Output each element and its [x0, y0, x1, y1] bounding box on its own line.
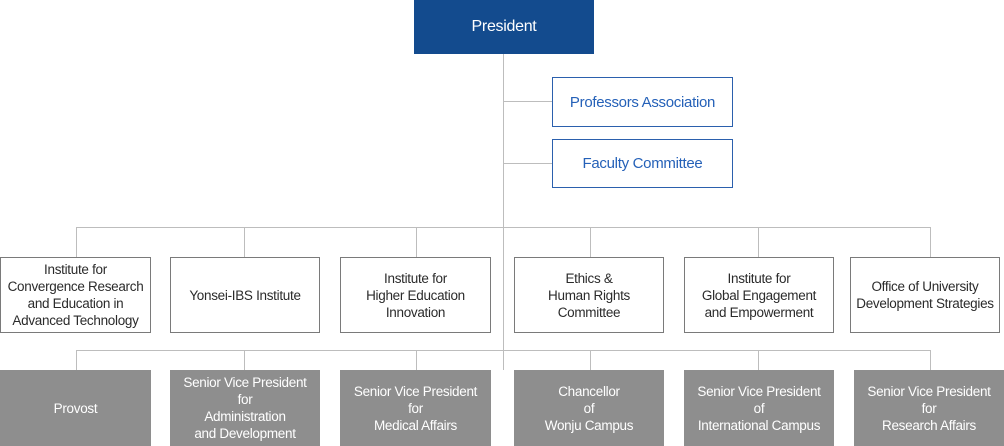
chancellor-wonju-box[interactable]: Chancellor of Wonju Campus — [514, 370, 664, 446]
executive-drop-5 — [758, 350, 759, 370]
svp-international-campus-box[interactable]: Senior Vice President of International C… — [684, 370, 834, 446]
institute-drop-5 — [758, 227, 759, 257]
executive-drop-6 — [930, 350, 931, 370]
faculty-committee-box[interactable]: Faculty Committee — [552, 139, 733, 188]
executive-drop-4 — [590, 350, 591, 370]
executive-drop-1 — [76, 350, 77, 370]
ethics-human-rights-committee-box[interactable]: Ethics & Human Rights Committee — [514, 257, 664, 333]
provost-box[interactable]: Provost — [0, 370, 151, 446]
institute-drop-3 — [416, 227, 417, 257]
institute-drop-1 — [76, 227, 77, 257]
trunk-connector — [503, 54, 504, 370]
institute-drop-4 — [590, 227, 591, 257]
institute-drop-2 — [244, 227, 245, 257]
svp-medical-affairs-box[interactable]: Senior Vice President for Medical Affair… — [340, 370, 491, 446]
svp-administration-box[interactable]: Senior Vice President for Administration… — [170, 370, 320, 446]
executive-drop-2 — [244, 350, 245, 370]
executive-drop-3 — [416, 350, 417, 370]
development-strategies-office-box[interactable]: Office of University Development Strateg… — [850, 257, 1000, 333]
yonsei-ibs-institute-box[interactable]: Yonsei-IBS Institute — [170, 257, 320, 333]
institute-drop-6 — [930, 227, 931, 257]
council-connector-2 — [503, 163, 552, 164]
institutes-bus — [76, 227, 931, 228]
higher-education-institute-box[interactable]: Institute for Higher Education Innovatio… — [340, 257, 491, 333]
council-connector-1 — [503, 101, 552, 102]
professors-association-box[interactable]: Professors Association — [552, 77, 733, 127]
convergence-research-institute-box[interactable]: Institute for Convergence Research and E… — [0, 257, 151, 333]
global-engagement-institute-box[interactable]: Institute for Global Engagement and Empo… — [684, 257, 834, 333]
svp-research-affairs-box[interactable]: Senior Vice President for Research Affai… — [854, 370, 1004, 446]
executives-bus — [76, 350, 931, 351]
president-box[interactable]: President — [414, 0, 594, 54]
